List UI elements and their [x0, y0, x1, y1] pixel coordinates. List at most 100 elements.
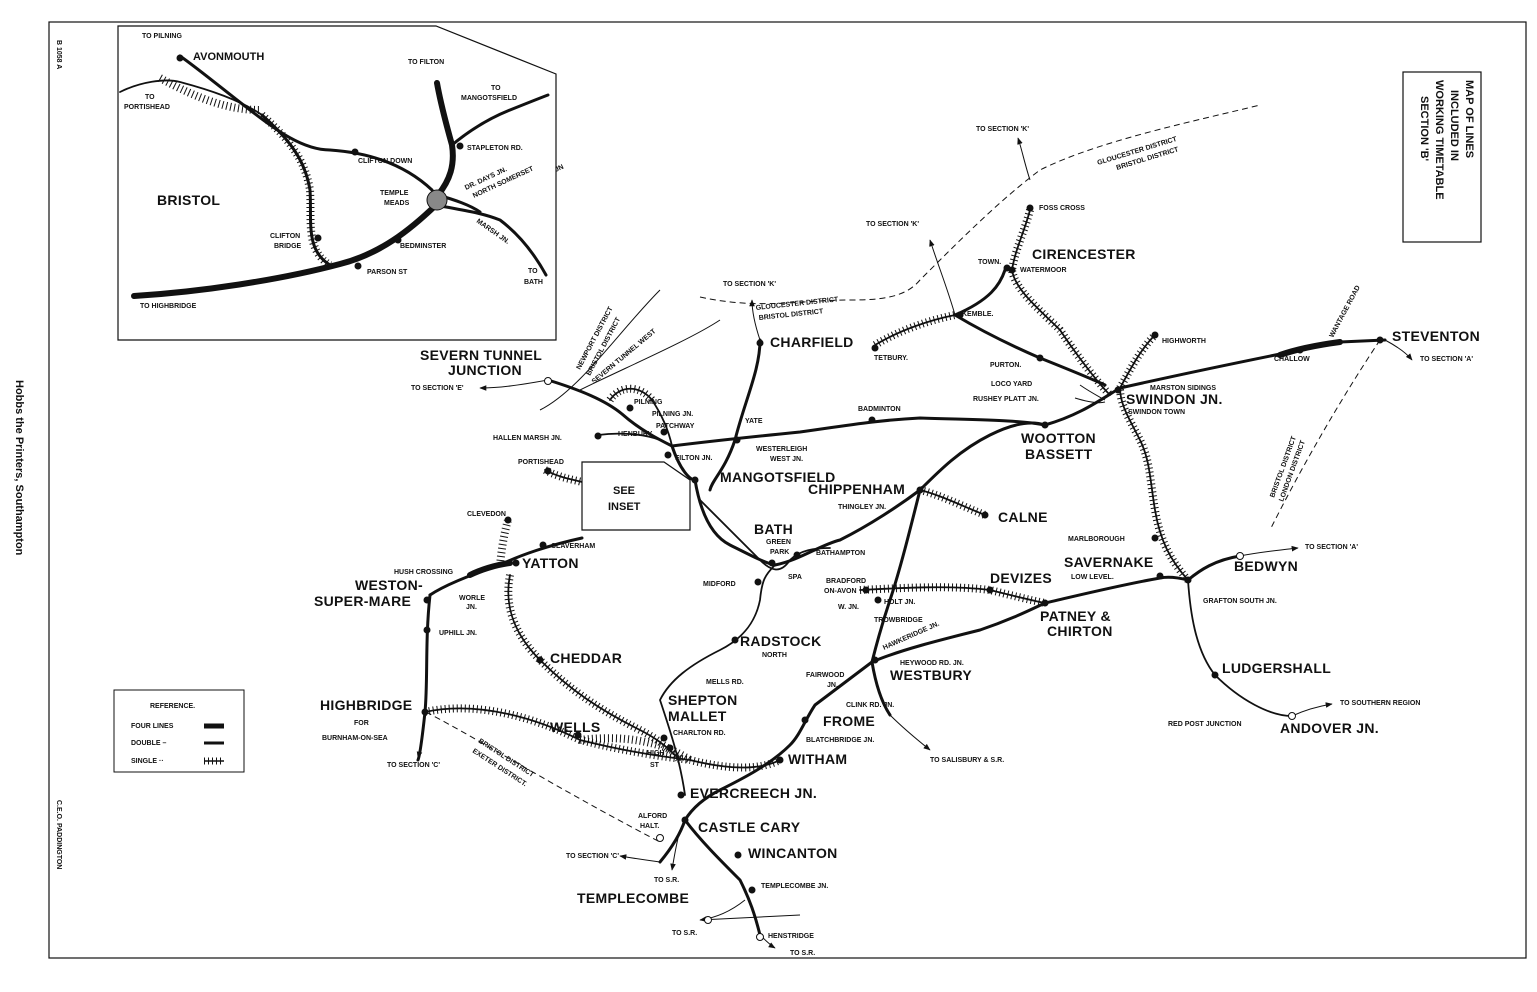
label-to-sr-2: TO S.R.	[672, 930, 697, 937]
legend-double: DOUBLE –	[131, 740, 167, 747]
map-border	[48, 21, 1527, 959]
label-bathampton: BATHAMPTON	[816, 550, 865, 557]
label-filton-jn: FILTON JN.	[675, 455, 713, 462]
label-savernake: SAVERNAKE	[1064, 554, 1154, 570]
label-thingley: THINGLEY JN.	[838, 504, 886, 511]
label-alford-1: ALFORD	[638, 813, 667, 820]
label-challow: CHALLOW	[1274, 356, 1310, 363]
label-ludgershall: LUDGERSHALL	[1222, 660, 1331, 676]
legend-single: SINGLE ··	[131, 758, 164, 765]
label-hush: HUSH CROSSING	[394, 569, 454, 576]
label-highbridge-1: HIGHBRIDGE	[320, 697, 412, 713]
title-line-2: INCLUDED IN	[1448, 90, 1460, 161]
label-andover: ANDOVER JN.	[1280, 720, 1379, 736]
label-to-filton: TO FILTON	[408, 59, 444, 66]
label-tetbury: TETBURY.	[874, 355, 908, 362]
label-alford-2: HALT.	[640, 823, 659, 830]
label-charfield: CHARFIELD	[770, 334, 854, 350]
label-severn-1: SEVERN TUNNEL	[420, 347, 542, 363]
label-uphill: UPHILL JN.	[439, 630, 477, 637]
label-bedminster: BEDMINSTER	[400, 243, 446, 250]
title-line-4: SECTION 'B'	[1418, 96, 1430, 162]
inset-title: BRISTOL	[157, 192, 220, 208]
label-highbridge-3: BURNHAM-ON-SEA	[322, 735, 388, 742]
label-to-portishead-2: PORTISHEAD	[124, 104, 170, 111]
label-westerleigh-1: WESTERLEIGH	[756, 446, 807, 453]
label-weston-2: SUPER-MARE	[314, 593, 411, 609]
label-to-section-a1: TO SECTION 'A'	[1420, 356, 1473, 363]
label-radstock-north: NORTH	[762, 652, 787, 659]
label-evercreech: EVERCREECH JN.	[690, 785, 817, 801]
label-bedwyn: BEDWYN	[1234, 558, 1298, 574]
label-midford: MIDFORD	[703, 581, 736, 588]
label-loco-yard: LOCO YARD	[991, 381, 1032, 388]
label-wantage: WANTAGE ROAD	[1329, 285, 1362, 339]
label-highbridge-2: FOR	[354, 720, 369, 727]
legend-heading: REFERENCE.	[150, 703, 195, 710]
label-calne: CALNE	[998, 509, 1048, 525]
label-templecombe: TEMPLECOMBE	[577, 890, 689, 906]
label-templecombe-jn: TEMPLECOMBE JN.	[761, 883, 828, 890]
reference-legend: REFERENCE. FOUR LINES DOUBLE – SINGLE ··	[113, 689, 245, 773]
label-town: TOWN.	[978, 259, 1001, 266]
label-shepton-2: MALLET	[668, 708, 727, 724]
label-worle-1: WORLE	[459, 595, 485, 602]
label-to-sr-1: TO S.R.	[654, 877, 679, 884]
label-temple-meads-2: MEADS	[384, 200, 410, 207]
legend-four: FOUR LINES	[131, 723, 174, 730]
label-swindon-town: SWINDON TOWN	[1128, 409, 1185, 416]
label-marston: MARSTON SIDINGS	[1150, 385, 1216, 392]
see-inset-2: INSET	[608, 501, 641, 513]
label-clifton-bridge-2: BRIDGE	[274, 243, 302, 250]
label-yatton: YATTON	[522, 555, 579, 571]
label-to-section-c2: TO SECTION 'C'	[566, 853, 619, 860]
label-parson-st: PARSON ST	[367, 269, 408, 276]
label-kemble: KEMBLE.	[962, 311, 994, 318]
label-patchway: PATCHWAY	[656, 423, 695, 430]
label-clink: CLINK RD. JN.	[846, 702, 894, 709]
label-clifton-down: CLIFTON DOWN	[358, 158, 412, 165]
label-to-southern: TO SOUTHERN REGION	[1340, 700, 1420, 707]
label-north-somerset-2: JN	[554, 164, 565, 174]
label-worle-2: JN.	[466, 604, 477, 611]
label-trowbridge: TROWBRIDGE	[874, 617, 923, 624]
label-bradford-1: BRADFORD	[826, 578, 866, 585]
label-spa: SPA	[788, 574, 802, 581]
label-holt: HOLT JN.	[884, 599, 915, 606]
label-frome: FROME	[823, 713, 875, 729]
label-w-jn: W. JN.	[838, 604, 859, 611]
printer-credit: Hobbs the Printers, Southampton	[13, 380, 25, 556]
label-to-mangotsfield-1: TO	[491, 85, 501, 92]
label-charlton: CHARLTON RD.	[673, 730, 726, 737]
see-inset-box[interactable]: SEE INSET	[581, 461, 691, 531]
label-cheddar: CHEDDAR	[550, 650, 622, 666]
label-fairwood-2: JN.	[827, 682, 838, 689]
label-stapleton-rd: STAPLETON RD.	[467, 145, 523, 152]
label-glos-bristol-1a: GLOUCESTER DISTRICT	[755, 296, 839, 312]
label-swindon-jn: SWINDON JN.	[1126, 391, 1223, 407]
label-to-mangotsfield-2: MANGOTSFIELD	[461, 95, 517, 102]
title-line-1: MAP OF LINES	[1463, 80, 1475, 158]
label-severn-2: JUNCTION	[448, 362, 522, 378]
label-mells: MELLS RD.	[706, 679, 744, 686]
label-heywood: HEYWOOD RD. JN.	[900, 660, 964, 667]
label-to-section-k3: TO SECTION 'K'	[976, 126, 1029, 133]
label-to-section-e: TO SECTION 'E'	[411, 385, 464, 392]
label-to-pilning: TO PILNING	[142, 33, 182, 40]
label-mangotsfield: MANGOTSFIELD	[720, 469, 836, 485]
title-line-3: WORKING TIMETABLE	[1433, 80, 1445, 200]
label-castle-cary: CASTLE CARY	[698, 819, 801, 835]
label-foss-cross: FOSS CROSS	[1039, 205, 1085, 212]
label-to-sr-3: TO S.R.	[790, 950, 815, 957]
label-grafton: GRAFTON SOUTH JN.	[1203, 598, 1277, 605]
label-wincanton: WINCANTON	[748, 845, 838, 861]
label-green-park-2: PARK	[770, 549, 789, 556]
label-pilning-jn: PILNING JN.	[652, 411, 693, 418]
label-watermoor: WATERMOOR	[1020, 267, 1067, 274]
label-to-section-k2: TO SECTION 'K'	[866, 221, 919, 228]
label-henbury: HENBURY	[618, 431, 653, 438]
label-high-st-2: ST	[650, 762, 660, 769]
ref-code: B 1058 A	[55, 40, 62, 69]
label-portishead: PORTISHEAD	[518, 459, 564, 466]
label-to-section-a2: TO SECTION 'A'	[1305, 544, 1358, 551]
